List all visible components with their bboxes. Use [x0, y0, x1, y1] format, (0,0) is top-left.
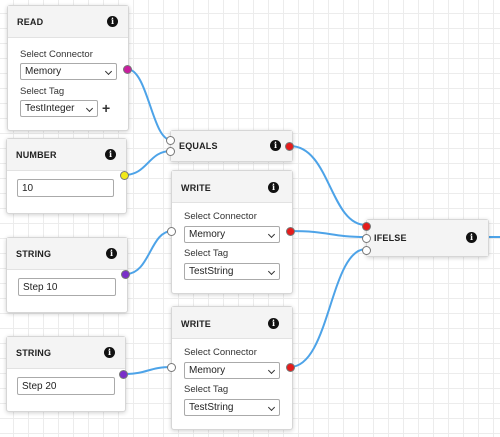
wire-read-to-equals[interactable] [126, 68, 172, 141]
chevron-down-icon [104, 67, 113, 76]
write-node-header[interactable]: WRITE i [172, 307, 292, 339]
write-connector-label: Select Connector [184, 347, 257, 358]
string-node[interactable]: STRING i Step 10 [6, 237, 130, 313]
string-node[interactable]: STRING i Step 20 [6, 336, 128, 412]
string-input[interactable]: Step 10 [18, 278, 116, 296]
read-node[interactable]: READ i Select Connector Memory Select Ta… [7, 5, 132, 131]
write-tag-label: Select Tag [184, 248, 229, 259]
write-tag-label: Select Tag [184, 384, 229, 395]
string-node-header[interactable]: STRING i [7, 238, 127, 270]
read-tag-label: Select Tag [20, 86, 65, 97]
read-connector-label: Select Connector [20, 49, 93, 60]
write-connector-value: Memory [189, 365, 226, 376]
wire-write1-to-ifelse[interactable] [289, 230, 367, 238]
read-connector-select[interactable]: Memory [20, 63, 117, 80]
number-node-title: NUMBER [16, 150, 57, 160]
write-connector-select[interactable]: Memory [184, 362, 280, 379]
write-input-port[interactable] [167, 227, 176, 236]
write-node[interactable]: WRITE i Select Connector Memory Select T… [167, 306, 295, 430]
wire-string2-to-write2[interactable] [123, 366, 173, 375]
info-icon[interactable]: i [106, 248, 117, 259]
equals-node-title: EQUALS [179, 141, 218, 151]
chevron-down-icon [267, 230, 276, 239]
write-connector-value: Memory [189, 229, 226, 240]
wire-equals-to-ifelse[interactable] [289, 145, 367, 226]
equals-node[interactable]: EQUALS i [166, 130, 294, 162]
info-icon[interactable]: i [268, 182, 279, 193]
ifelse-input-port-condition[interactable] [362, 222, 371, 231]
wire-number-to-equals[interactable] [123, 150, 172, 176]
wire-write2-to-ifelse[interactable] [289, 248, 367, 368]
string-node-title: STRING [16, 249, 52, 259]
number-output-port[interactable] [120, 171, 129, 180]
string-output-port[interactable] [121, 270, 130, 279]
ifelse-input-port-true[interactable] [362, 234, 371, 243]
read-node-header[interactable]: READ i [8, 6, 128, 38]
chevron-down-icon [267, 366, 276, 375]
read-node-title: READ [17, 17, 44, 27]
string-output-port[interactable] [119, 370, 128, 379]
ifelse-node[interactable]: IFELSE i [362, 219, 489, 257]
info-icon[interactable]: i [107, 16, 118, 27]
write-node[interactable]: WRITE i Select Connector Memory Select T… [167, 170, 295, 294]
write-output-port[interactable] [286, 227, 295, 236]
write-connector-label: Select Connector [184, 211, 257, 222]
read-output-port[interactable] [123, 65, 132, 74]
write-output-port[interactable] [286, 363, 295, 372]
info-icon[interactable]: i [105, 149, 116, 160]
ifelse-node-header[interactable]: IFELSE i [367, 220, 488, 256]
read-tag-value: TestInteger [25, 103, 75, 114]
write-tag-value: TestString [189, 402, 234, 413]
number-node[interactable]: NUMBER i 10 [6, 138, 129, 214]
equals-input-port-a[interactable] [166, 136, 175, 145]
wire-string1-to-write1[interactable] [125, 230, 173, 275]
read-connector-value: Memory [25, 66, 62, 77]
read-tag-select[interactable]: TestInteger [20, 100, 98, 117]
ifelse-node-title: IFELSE [374, 233, 407, 243]
write-input-port[interactable] [167, 363, 176, 372]
number-node-header[interactable]: NUMBER i [7, 139, 126, 171]
string-node-title: STRING [16, 348, 52, 358]
info-icon[interactable]: i [104, 347, 115, 358]
write-node-title: WRITE [181, 319, 211, 329]
number-input[interactable]: 10 [17, 179, 114, 197]
chevron-down-icon [85, 104, 94, 113]
write-connector-select[interactable]: Memory [184, 226, 280, 243]
ifelse-input-port-false[interactable] [362, 246, 371, 255]
write-tag-select[interactable]: TestString [184, 263, 280, 280]
write-node-title: WRITE [181, 183, 211, 193]
write-node-header[interactable]: WRITE i [172, 171, 292, 203]
equals-node-header[interactable]: EQUALS i [171, 131, 292, 161]
string-input[interactable]: Step 20 [17, 377, 115, 395]
add-tag-button[interactable]: + [102, 100, 111, 116]
info-icon[interactable]: i [270, 140, 281, 151]
chevron-down-icon [267, 267, 276, 276]
chevron-down-icon [267, 403, 276, 412]
info-icon[interactable]: i [268, 318, 279, 329]
write-tag-value: TestString [189, 266, 234, 277]
string-node-header[interactable]: STRING i [7, 337, 125, 369]
equals-output-port[interactable] [285, 142, 294, 151]
equals-input-port-b[interactable] [166, 147, 175, 156]
info-icon[interactable]: i [466, 232, 477, 243]
write-tag-select[interactable]: TestString [184, 399, 280, 416]
